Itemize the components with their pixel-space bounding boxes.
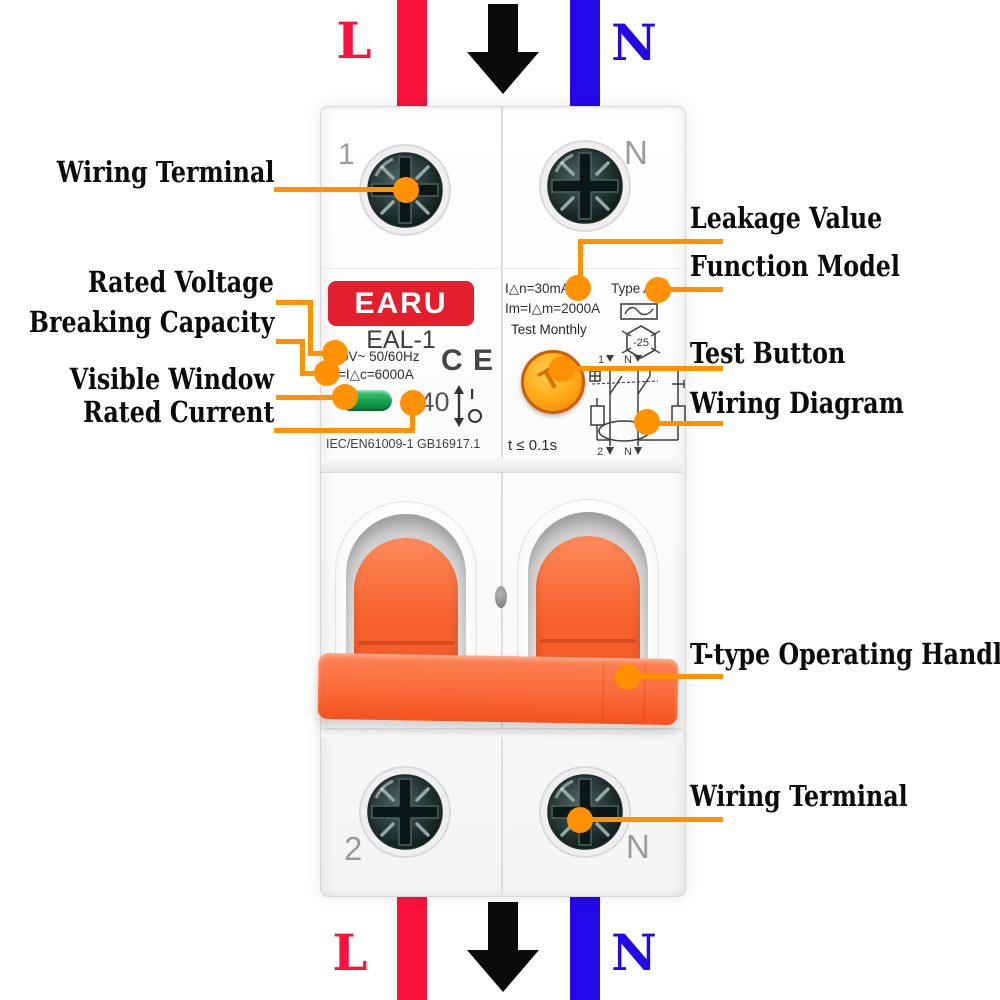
test-monthly-text: Test Monthly (511, 322, 587, 337)
bottom-live-wire (397, 896, 427, 1000)
faceplate-ledge (321, 458, 683, 473)
lever-groove (540, 639, 636, 644)
center-pivot (495, 586, 507, 608)
terminal-label-2: 2 (344, 830, 363, 867)
terminal-label-n-bottom: N (626, 828, 650, 865)
diagram-label-top-n: N (624, 354, 632, 366)
diagram-label-top-1: 1 (598, 354, 604, 366)
dot-visible-window (332, 384, 358, 410)
connector-breaking-capacity (276, 339, 305, 344)
top-flow-arrow-icon (467, 4, 539, 94)
dot-leakage-value (565, 275, 591, 301)
handle-bar-ridge (601, 661, 605, 720)
sine-wave-symbol-icon (620, 303, 658, 320)
handle-zone-bottom-ledge (321, 728, 683, 738)
lever-groove (358, 641, 454, 646)
connector-wiring-diagram (647, 421, 723, 426)
connector-function-model (658, 287, 723, 292)
connector-leakage-value (578, 239, 583, 291)
wiring-diagram-graphic: 1 N 2 N (589, 354, 686, 456)
top-live-label: L (336, 11, 372, 70)
connector-wiring-terminal-top (274, 187, 406, 192)
dot-rated-current (400, 390, 426, 416)
diagram-label-bottom-2: 2 (597, 446, 603, 456)
callout-rated-voltage: Rated Voltage (87, 265, 274, 299)
on-off-symbol-icon: I (454, 385, 482, 427)
top-neutral-label: N (611, 13, 657, 72)
connector-operating-handle (628, 674, 723, 679)
dot-test-button (549, 356, 575, 382)
top-neutral-wire (570, 0, 600, 106)
brand-logo: EARU (328, 281, 474, 326)
dot-wiring-terminal-top (393, 177, 419, 203)
handle-bar-ridge (643, 662, 647, 721)
rated-voltage-text: 230V~ 50/60Hz (326, 349, 420, 364)
temperature-hexagon-icon: -25 (621, 325, 661, 359)
terminal-label-n-top: N (624, 134, 648, 171)
callout-rated-current: Rated Current (82, 395, 274, 429)
breaker-body (320, 106, 686, 897)
max-leakage-text: Im=I△m=2000A (505, 301, 601, 316)
connector-rated-voltage (276, 300, 313, 305)
callout-wiring-diagram: Wiring Diagram (690, 386, 904, 420)
terminal-label-1: 1 (338, 138, 355, 171)
ce-mark: C E (441, 344, 495, 377)
dot-operating-handle (615, 664, 641, 690)
dot-wiring-diagram (634, 409, 660, 435)
on-symbol: I (470, 386, 474, 403)
callout-breaking-capacity: Breaking Capacity (28, 305, 274, 339)
dot-breaking-capacity (314, 360, 340, 386)
connector-rated-current (410, 404, 415, 433)
connector-rated-current (274, 428, 415, 433)
callout-visible-window: Visible Window (69, 362, 274, 396)
temperature-value: -25 (633, 337, 649, 349)
bottom-live-label: L (332, 923, 368, 982)
connector-test-button (562, 366, 723, 371)
connector-rated-voltage (308, 300, 313, 356)
callout-function-model: Function Model (690, 249, 900, 283)
bottom-neutral-wire (570, 896, 600, 1000)
leakage-current-text: I△n=30mA (505, 281, 570, 296)
standards-text: IEC/EN61009-1 GB16917.1 (326, 437, 481, 451)
callout-wiring-terminal-bottom: Wiring Terminal (690, 779, 908, 813)
connector-leakage-value (578, 239, 723, 244)
callout-test-button: Test Button (690, 336, 846, 370)
bottom-neutral-label: N (611, 923, 657, 982)
bottom-flow-arrow-icon (467, 902, 539, 992)
pole-divider (501, 107, 503, 894)
dot-wiring-terminal-bottom (567, 807, 593, 833)
body-seam-top (321, 268, 683, 269)
callout-leakage-value: Leakage Value (690, 201, 883, 235)
dot-function-model (645, 277, 671, 303)
breaking-capacity-text: Inc=I△c=6000A (320, 367, 414, 382)
top-live-wire (397, 0, 427, 106)
terminal-screw-top-right (539, 140, 631, 232)
connector-visible-window (276, 395, 346, 400)
connector-wiring-terminal-bottom (580, 817, 723, 822)
trip-time-text: t ≤ 0.1s (508, 437, 558, 454)
terminal-screw-bottom-left (359, 766, 451, 858)
callout-operating-handle: T-type Operating Handle (690, 637, 1000, 671)
diagram-label-bottom-n: N (624, 446, 632, 456)
callout-wiring-terminal-top: Wiring Terminal (56, 155, 274, 189)
connector-breaking-capacity (300, 339, 305, 376)
model-number: EAL-1 (366, 326, 436, 354)
